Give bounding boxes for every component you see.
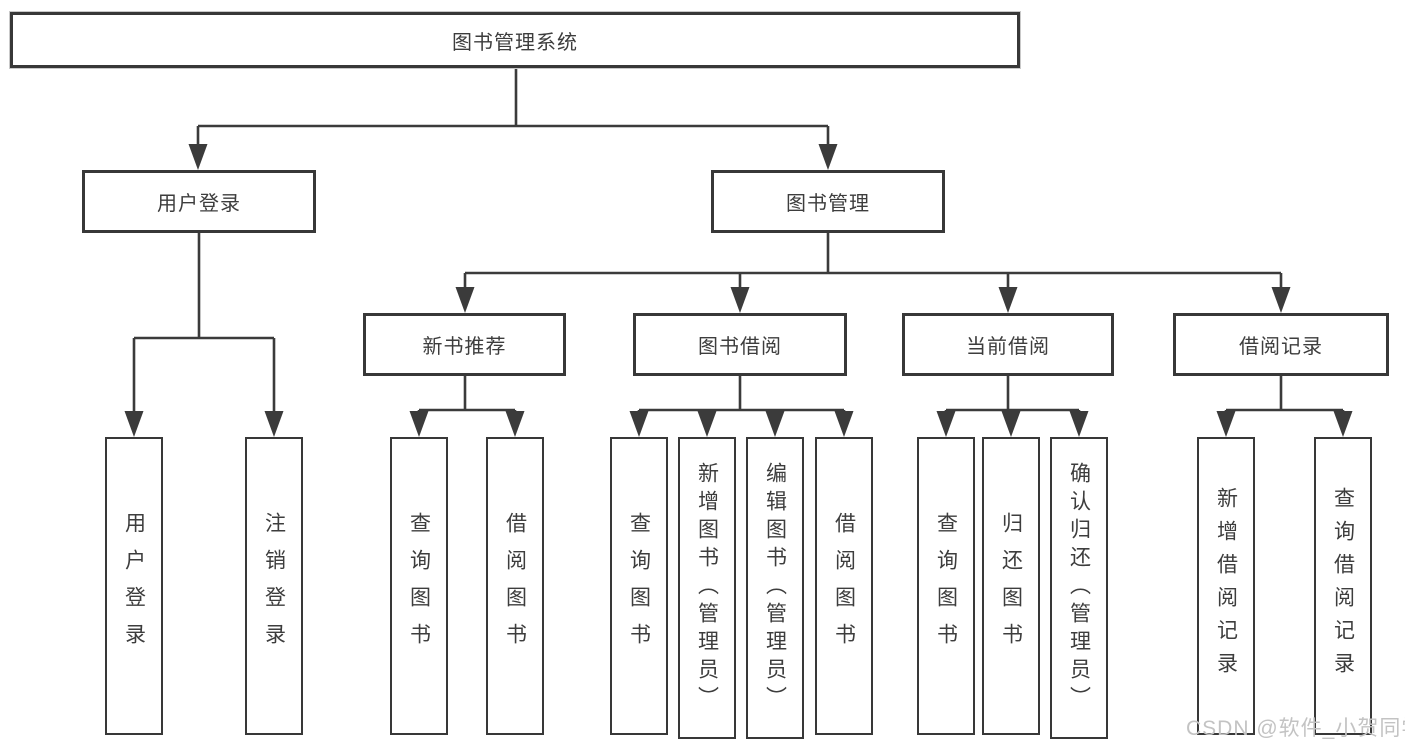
node-leaf-query-borrow-record: 查询借阅记录 xyxy=(1314,437,1372,735)
node-leaf-query-book-1: 查询图书 xyxy=(390,437,448,735)
arrow-down-icon xyxy=(1001,411,1021,437)
arrow-down-icon xyxy=(765,411,785,437)
node-leaf-edit-book-admin: 编辑图书（管理员） xyxy=(746,437,804,739)
arrow-down-icon xyxy=(455,287,475,313)
node-label: 新增借阅记录 xyxy=(1214,487,1238,685)
node-leaf-borrow-book-1: 借阅图书 xyxy=(486,437,544,735)
node-label: 编辑图书（管理员） xyxy=(763,462,787,714)
connector-root xyxy=(196,68,830,150)
node-leaf-return-book: 归还图书 xyxy=(982,437,1040,735)
node-label: 用户登录 xyxy=(157,193,241,215)
node-label: 借阅图书 xyxy=(832,512,856,660)
node-leaf-query-book-3: 查询图书 xyxy=(917,437,975,735)
arrow-down-icon xyxy=(1333,411,1353,437)
node-leaf-user-login: 用户登录 xyxy=(105,437,163,735)
node-leaf-logout: 注销登录 xyxy=(245,437,303,735)
node-leaf-borrow-book-2: 借阅图书 xyxy=(815,437,873,735)
arrow-down-icon xyxy=(1216,411,1236,437)
node-label: 归还图书 xyxy=(999,512,1023,660)
node-label: 查询图书 xyxy=(934,512,958,660)
node-label: 查询图书 xyxy=(627,512,651,660)
arrow-down-icon xyxy=(697,411,717,437)
csdn-watermark: CSDN @软件_小贺同学 xyxy=(1186,717,1405,740)
node-book-management: 图书管理 xyxy=(711,170,945,233)
connector-borrow-record xyxy=(1224,376,1345,417)
node-label: 新增图书（管理员） xyxy=(695,462,719,714)
arrow-down-icon xyxy=(1271,287,1291,313)
node-book-borrow: 图书借阅 xyxy=(633,313,847,376)
node-leaf-query-book-2: 查询图书 xyxy=(610,437,668,735)
connector-book-management xyxy=(463,233,1283,292)
arrow-down-icon xyxy=(998,287,1018,313)
connector-user-login xyxy=(132,233,276,416)
connector-current-borrow xyxy=(944,376,1081,417)
arrow-down-icon xyxy=(124,411,144,437)
node-label: 新书推荐 xyxy=(422,336,507,358)
node-new-book-recommend: 新书推荐 xyxy=(363,313,566,376)
node-label: 查询图书 xyxy=(407,512,431,660)
node-user-login: 用户登录 xyxy=(82,170,316,233)
node-current-borrow: 当前借阅 xyxy=(902,313,1114,376)
connector-book-borrow xyxy=(637,376,846,417)
arrow-down-icon xyxy=(818,144,838,170)
node-leaf-add-borrow-record: 新增借阅记录 xyxy=(1197,437,1255,735)
connector-new-book xyxy=(417,376,517,417)
node-label: 注销登录 xyxy=(262,512,286,660)
node-label: 借阅记录 xyxy=(1239,336,1323,358)
node-label: 确认归还（管理员） xyxy=(1067,462,1091,714)
node-leaf-add-book-admin: 新增图书（管理员） xyxy=(678,437,736,739)
node-label: 查询借阅记录 xyxy=(1331,487,1355,685)
node-leaf-confirm-return-admin: 确认归还（管理员） xyxy=(1050,437,1108,739)
node-library-management-system: 图书管理系统 xyxy=(10,12,1020,68)
arrow-down-icon xyxy=(409,411,429,437)
arrow-down-icon xyxy=(264,411,284,437)
node-label: 借阅图书 xyxy=(503,512,527,660)
arrow-down-icon xyxy=(505,411,525,437)
node-label: 图书借阅 xyxy=(698,336,782,358)
node-label: 图书管理 xyxy=(786,193,870,215)
arrow-down-icon xyxy=(936,411,956,437)
arrow-down-icon xyxy=(730,287,750,313)
arrow-down-icon xyxy=(834,411,854,437)
arrow-down-icon xyxy=(1069,411,1089,437)
node-label: 当前借阅 xyxy=(966,336,1050,358)
node-label: 图书管理系统 xyxy=(452,31,578,54)
node-label: 用户登录 xyxy=(122,512,146,660)
arrow-down-icon xyxy=(188,144,208,170)
node-borrow-record: 借阅记录 xyxy=(1173,313,1389,376)
arrow-down-icon xyxy=(629,411,649,437)
